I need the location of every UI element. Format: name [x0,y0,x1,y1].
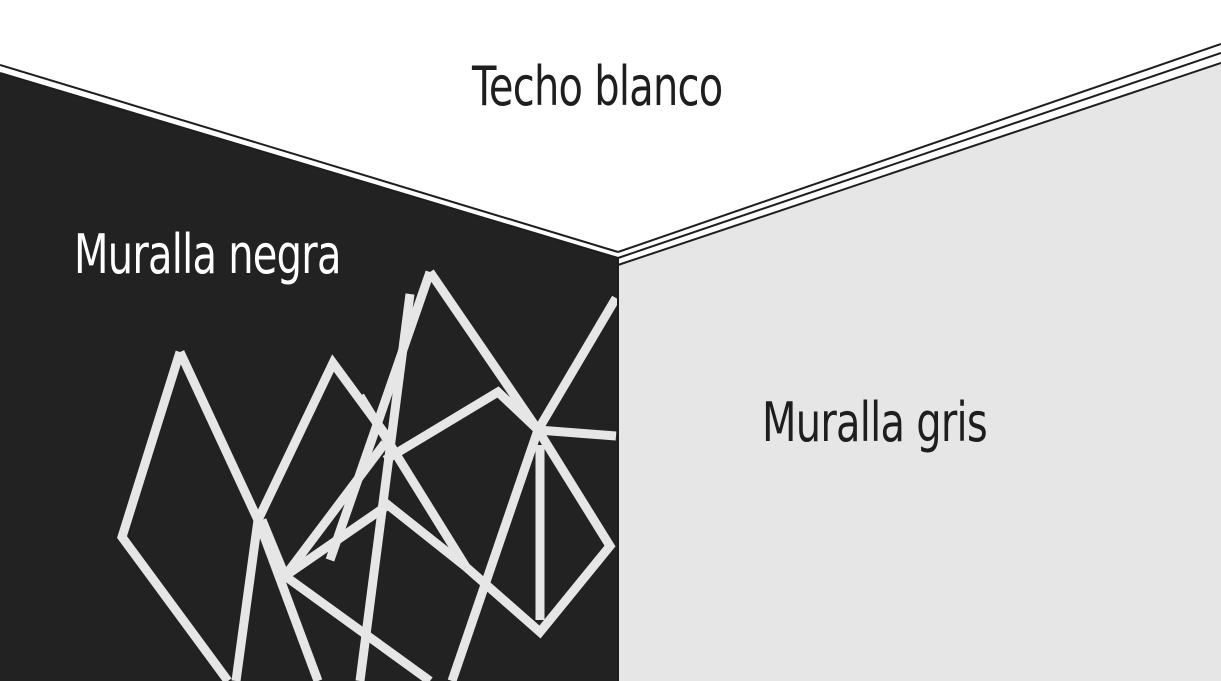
pattern-shape-peak-right [426,269,542,433]
pattern-shape-right-c [534,295,620,433]
ceiling-edge-left [0,64,619,253]
pattern-shape-diag-c [282,499,469,580]
pattern-shape-right-a [463,427,616,639]
black-wall-label: Muralla negra [74,223,341,286]
ceiling-edge-right-lower [617,62,1221,266]
ceiling-edge-left-lower [0,72,619,259]
pattern-shape-right-b [537,425,617,441]
pattern-shape-left [117,350,232,681]
ceiling-edge-right-mid [617,52,1221,259]
ceiling-edge-right [617,43,1221,253]
geometric-wall-pattern [117,269,620,681]
grey-wall-label: Muralla gris [762,391,988,454]
grey-wall [618,63,1221,681]
pattern-shape-inner-b [382,386,540,464]
pattern-shape-diag-d [281,440,389,579]
black-wall [0,73,618,681]
pattern-shape-right-e [447,428,543,681]
ceiling-label: Techo blanco [472,55,723,118]
pattern-shape-diag-a [253,518,323,681]
pattern-shape-peak-left [325,270,435,562]
pattern-shape-left-edge [175,350,263,522]
pattern-shape-inner-c [356,393,470,570]
pattern-shape-inner-a [355,293,415,681]
edge-lines [0,43,1221,681]
